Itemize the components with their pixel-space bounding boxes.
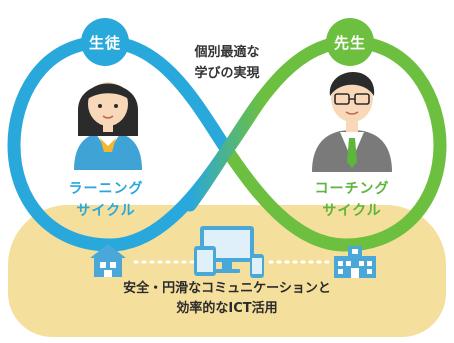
student-illustration [74, 82, 142, 170]
learning-cycle-loop [7, 35, 234, 252]
student-badge-label: 生徒 [88, 34, 121, 52]
smartphone-icon [250, 254, 264, 278]
teacher-badge-label: 先生 [333, 34, 366, 52]
loop-crossing [183, 91, 269, 212]
center-caption-line1: 個別最適な [194, 45, 260, 60]
home-icon [90, 244, 126, 277]
teacher-illustration [312, 71, 392, 172]
teacher-badge [326, 18, 374, 66]
coaching-cycle-loop [220, 35, 447, 252]
coaching-cycle-line2: サイクル [322, 203, 382, 219]
bottom-caption-line1: 安全・円滑なコミュニケーションと [123, 281, 331, 296]
bottom-caption: 安全・円滑なコミュニケーションと 効率的なICT活用 [60, 279, 394, 319]
tablet-icon [194, 246, 216, 276]
coaching-cycle-label: コーチング サイクル [292, 178, 412, 222]
student-badge [81, 18, 129, 66]
learning-cycle-label: ラーニング サイクル [46, 178, 166, 222]
school-icon [334, 246, 376, 278]
coaching-cycle-line1: コーチング [314, 181, 390, 197]
center-caption-line2: 学びの実現 [194, 66, 260, 81]
center-caption: 個別最適な 学びの実現 [175, 42, 279, 84]
bottom-caption-line2: 効率的なICT活用 [176, 301, 278, 316]
learning-cycle-line1: ラーニング [68, 181, 144, 197]
learning-cycle-line2: サイクル [76, 203, 136, 219]
